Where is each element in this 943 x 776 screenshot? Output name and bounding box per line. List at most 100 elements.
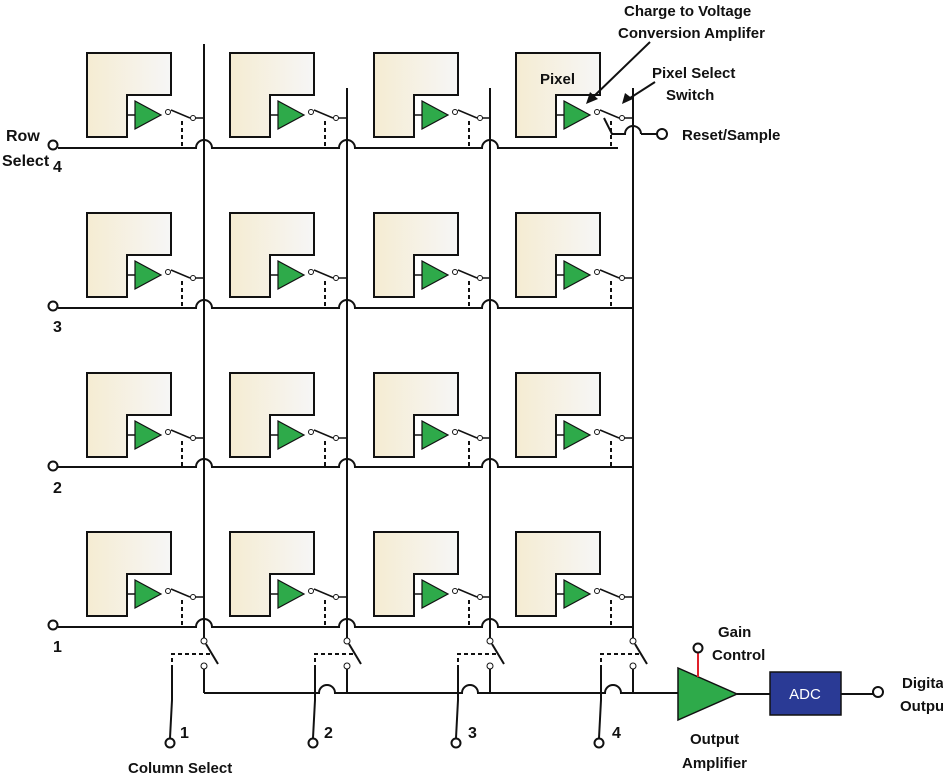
column-select-switch xyxy=(593,637,648,749)
pixel-cell xyxy=(515,531,633,626)
digital-output-label: Output xyxy=(900,698,943,715)
photodiode-area xyxy=(229,52,315,138)
row-select-line xyxy=(58,458,632,468)
switch-contact xyxy=(308,269,314,275)
switch-contact xyxy=(477,435,483,441)
output-bus-line xyxy=(204,684,678,694)
switch-contact xyxy=(190,594,196,600)
pixel-select-switch xyxy=(599,269,620,279)
pixel-cell xyxy=(86,212,204,307)
photodiode-area xyxy=(229,212,315,298)
switch-contact xyxy=(619,275,625,281)
charge-amplifier-icon xyxy=(134,259,163,291)
adc-label: ADC xyxy=(789,686,821,703)
pixel-select-switch xyxy=(599,429,620,439)
switch-actuator xyxy=(600,653,639,668)
photodiode-area xyxy=(229,531,315,617)
row-select-terminal xyxy=(47,619,59,631)
pixel-cell xyxy=(229,372,347,467)
column-select-switch xyxy=(450,637,505,749)
switch-contact xyxy=(333,275,339,281)
row-select-terminal xyxy=(47,139,59,151)
row-select-label: Row xyxy=(6,128,40,145)
switch-contact xyxy=(594,269,600,275)
column-select-terminal xyxy=(450,737,462,749)
pixel-select-switch xyxy=(170,429,191,439)
gain-control-label: Control xyxy=(712,647,765,664)
switch-contact xyxy=(343,662,351,670)
switch-blade xyxy=(634,643,648,665)
charge-amplifier-icon xyxy=(134,419,163,451)
pixel-cell xyxy=(373,372,490,467)
photodiode-area xyxy=(515,372,601,458)
switch-blade xyxy=(348,643,362,665)
charge-amplifier-icon xyxy=(134,578,163,610)
switch-contact xyxy=(594,429,600,435)
switch-contact xyxy=(477,115,483,121)
column-select-wire xyxy=(312,699,316,739)
column-number-2: 2 xyxy=(324,725,333,742)
cv-amp-label: Conversion Amplifer xyxy=(618,25,765,42)
reset-sample-terminal xyxy=(656,128,668,140)
photodiode-area xyxy=(373,531,459,617)
annotation-arrows xyxy=(586,41,656,104)
photodiode-area xyxy=(373,372,459,458)
column-select-wire xyxy=(455,699,459,739)
switch-contact xyxy=(333,115,339,121)
photodiode-area xyxy=(86,372,172,458)
photodiode-area xyxy=(373,52,459,138)
row-select-terminal xyxy=(47,300,59,312)
row-select-terminal xyxy=(47,460,59,472)
cv-amp-label: Charge to Voltage xyxy=(624,3,751,20)
pixel-select-switch xyxy=(599,588,620,598)
pixel-select-switch xyxy=(313,588,334,598)
row-number-2: 2 xyxy=(53,480,62,497)
switch-actuator xyxy=(457,653,496,668)
pixel-select-switch xyxy=(313,429,334,439)
charge-amplifier-icon xyxy=(563,419,592,451)
reset-sample-wire xyxy=(603,117,642,135)
switch-contact xyxy=(308,109,314,115)
gain-control-terminal xyxy=(692,642,704,654)
row-select-line xyxy=(58,139,618,149)
pixel-cell xyxy=(229,212,347,307)
switch-contact xyxy=(486,637,494,645)
column-number-3: 3 xyxy=(468,725,477,742)
switch-contact xyxy=(486,662,494,670)
pixel-select-switch xyxy=(313,109,334,119)
switch-contact xyxy=(165,109,171,115)
charge-amplifier-icon xyxy=(277,99,306,131)
pixel-cell xyxy=(86,372,204,467)
row-select-label: Select xyxy=(2,153,50,170)
column-select-switches xyxy=(164,637,678,749)
switch-contact xyxy=(452,269,458,275)
switch-contact xyxy=(619,435,625,441)
switch-contact xyxy=(629,662,637,670)
charge-amplifier-icon xyxy=(563,99,592,131)
row-select-line xyxy=(58,299,632,309)
switch-contact xyxy=(165,429,171,435)
row-select-line xyxy=(58,618,632,628)
row-select-lines xyxy=(47,117,642,631)
charge-amplifier-icon xyxy=(277,259,306,291)
switch-contact xyxy=(200,662,208,670)
pixel-cell xyxy=(515,372,633,467)
photodiode-area xyxy=(86,52,172,138)
switch-contact xyxy=(165,269,171,275)
column-select-label: Column Select xyxy=(128,760,232,776)
output-amplifier-icon xyxy=(677,666,739,722)
pixel-select-label: Pixel Select xyxy=(652,65,735,82)
photodiode-area xyxy=(515,52,601,138)
pixel-cell xyxy=(229,531,347,626)
pixel-cell xyxy=(515,52,633,147)
column-select-wire xyxy=(598,699,602,739)
switch-contact xyxy=(452,588,458,594)
switch-contact xyxy=(190,275,196,281)
switch-contact xyxy=(343,637,351,645)
switch-contact xyxy=(629,637,637,645)
digital-output-terminal xyxy=(872,686,884,698)
pixel-select-switch xyxy=(170,588,191,598)
charge-amplifier-icon xyxy=(421,259,450,291)
switch-contact xyxy=(333,594,339,600)
